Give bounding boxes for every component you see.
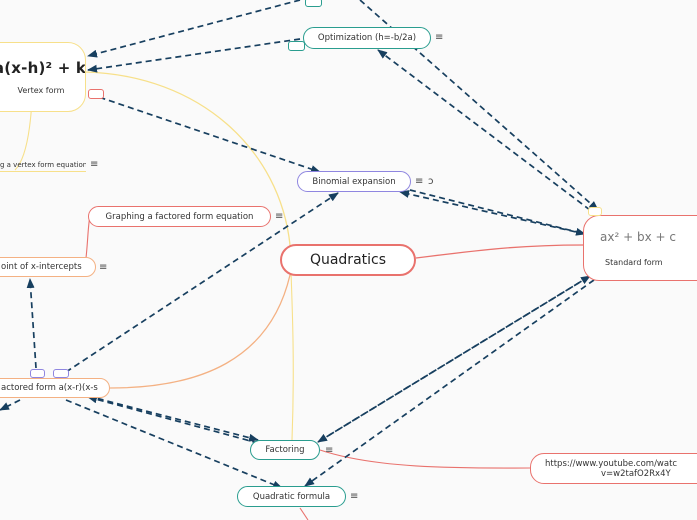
vertex-form-formula: a(x-h)² + k: [0, 59, 86, 77]
factoring-label: Factoring: [265, 445, 305, 455]
central-topic-quadratics[interactable]: Quadratics: [280, 244, 416, 276]
arrow-factored-to-factoring: [87, 395, 259, 442]
graphing-factored-label: Graphing a factored form equation: [105, 211, 254, 222]
central-topic-label: Quadratics: [309, 252, 387, 268]
arrow-binomial-to-standard: [409, 189, 586, 236]
optimization-attachment-tag[interactable]: [288, 41, 305, 51]
arrow-factoring-to-standard: [317, 275, 591, 443]
factored-attachment-tag-purple[interactable]: [30, 369, 45, 378]
quadratic-formula-menu-icon[interactable]: ≡: [350, 491, 359, 502]
arrow-vertex-to-binomial: [89, 93, 321, 173]
arrow-standard-to-optimization: [377, 49, 591, 211]
arrow-factored-to-midpoint: [26, 278, 37, 369]
factored-form-node[interactable]: actored form a(x-r)(x-s: [0, 378, 110, 398]
branch-central-to-vertex: [84, 71, 291, 246]
standard-form-node[interactable]: ax² + bx + c Standard form: [583, 215, 697, 281]
factored-attachment-tag-red[interactable]: [53, 369, 69, 378]
youtube-link-node[interactable]: https://www.youtube.com/watc v=w2tafO2Rx…: [530, 453, 697, 484]
midpoint-intercepts-label: oint of x-intercepts: [1, 262, 82, 272]
optimization-label: Optimization (h=-b/2a): [317, 33, 417, 43]
binomial-expansion-label: Binomial expansion: [312, 176, 396, 187]
branch-factoring-to-youtube: [319, 449, 531, 469]
factoring-menu-icon[interactable]: ≡: [325, 445, 334, 456]
arrow-factored-to-quadformula: [65, 399, 283, 489]
binomial-expansion-node[interactable]: Binomial expansion: [297, 171, 411, 192]
standard-form-caption: Standard form: [605, 257, 663, 267]
optimization-menu-icon[interactable]: ≡: [435, 32, 444, 43]
graphing-vertex-node[interactable]: g a vertex form equation: [0, 158, 86, 172]
arrow-top-to-vertex: [87, 0, 301, 58]
binomial-menu-icon[interactable]: ≡: [415, 176, 424, 187]
branch-central-to-standard: [415, 244, 584, 259]
midpoint-intercepts-node[interactable]: oint of x-intercepts: [0, 257, 96, 277]
quadratic-formula-node[interactable]: Quadratic formula: [237, 486, 346, 507]
youtube-link-line2[interactable]: v=w2tafO2Rx4Y: [601, 468, 671, 479]
factoring-node[interactable]: Factoring: [250, 440, 320, 460]
arrow-standard-to-quadformula: [304, 279, 595, 487]
graphing-vertex-label: g a vertex form equation: [0, 160, 86, 169]
standard-form-attachment-tag[interactable]: [588, 207, 602, 216]
vertex-form-caption: Vertex form: [17, 86, 65, 95]
youtube-link-line1[interactable]: https://www.youtube.com/watc: [545, 458, 678, 469]
graphing-factored-node[interactable]: Graphing a factored form equation: [88, 206, 271, 227]
factored-form-label: actored form a(x-r)(x-s: [1, 383, 98, 393]
branch-central-to-factored: [109, 274, 291, 389]
optimization-node[interactable]: Optimization (h=-b/2a): [303, 27, 431, 49]
arrow-standard-to-binomial: [399, 190, 586, 235]
vertex-form-node[interactable]: a(x-h)² + k Vertex form: [0, 42, 86, 112]
arrow-optimization-to-vertex: [87, 38, 301, 73]
arrow-factored-to-binomial: [65, 192, 339, 373]
binomial-link-icon[interactable]: ↄ: [428, 176, 434, 187]
vertex-form-attachment-tag[interactable]: [88, 89, 104, 99]
standard-form-formula: ax² + bx + c: [600, 229, 676, 244]
quadratic-formula-label: Quadratic formula: [252, 491, 331, 502]
arrow-factored-left: [0, 399, 21, 411]
graphing-factored-menu-icon[interactable]: ≡: [275, 211, 284, 222]
midpoint-menu-icon[interactable]: ≡: [99, 262, 108, 273]
top-attachment-tag[interactable]: [305, 0, 322, 7]
branch-quadformula-down: [299, 507, 309, 520]
graphing-vertex-menu-icon[interactable]: ≡: [90, 159, 99, 170]
